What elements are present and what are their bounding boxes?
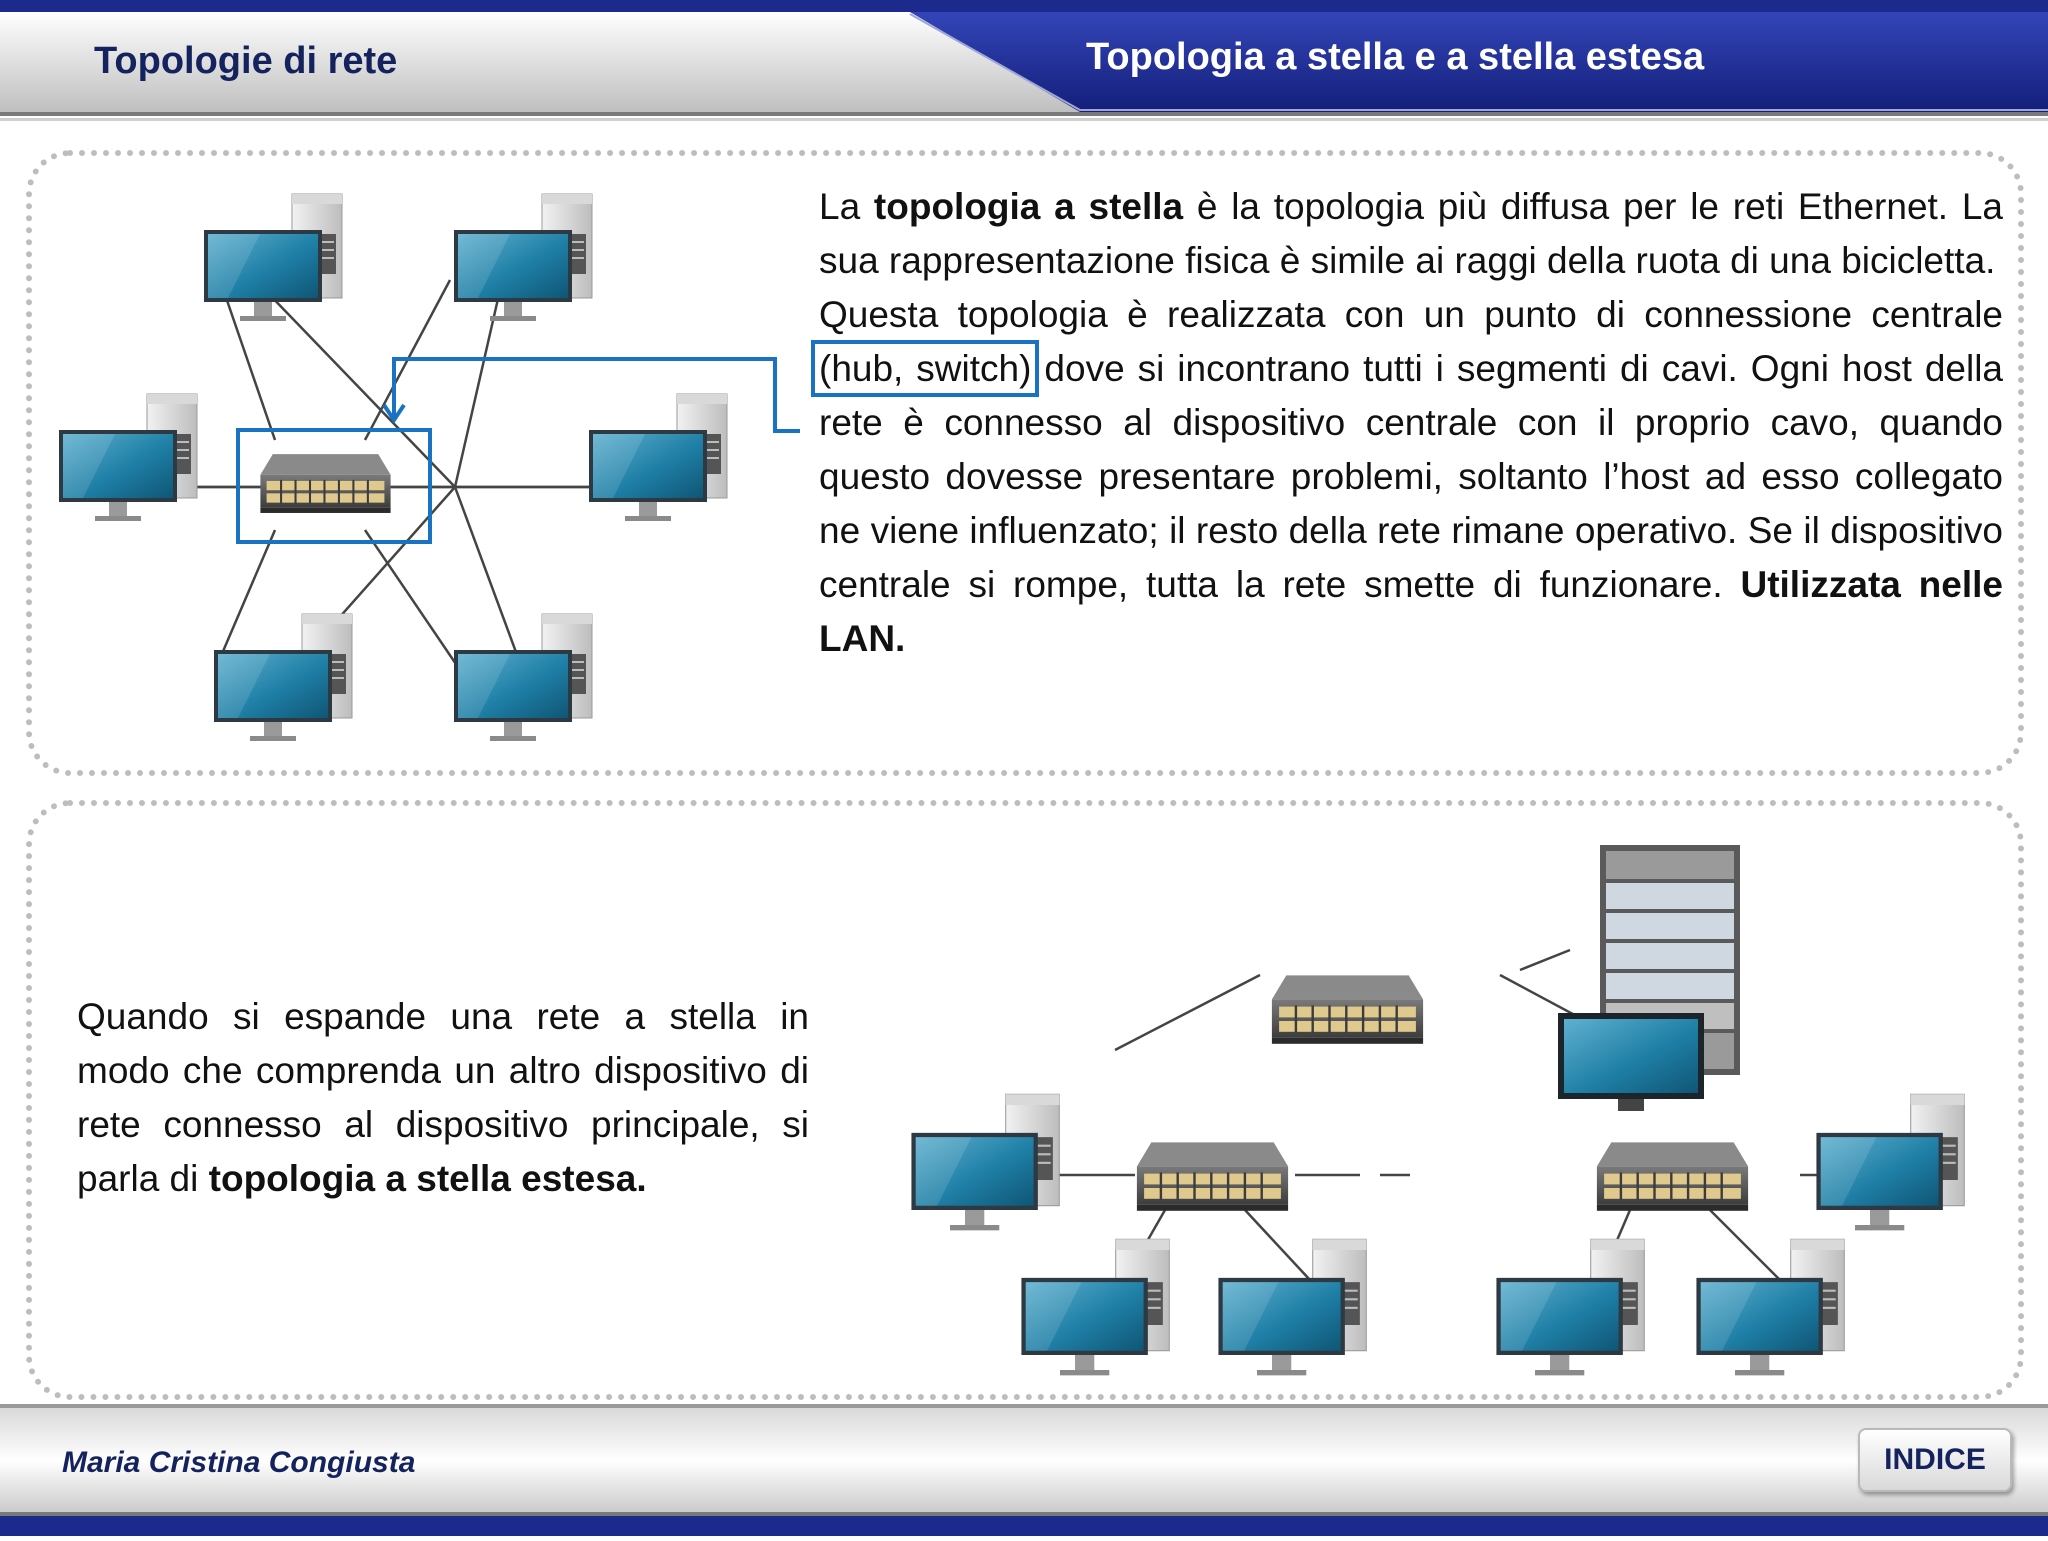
- slide-title: Topologia a stella e a stella estesa: [1086, 36, 1705, 78]
- arrow-head: [382, 403, 406, 424]
- star-topology-diagram: [58, 193, 800, 742]
- hub-switch-highlight: (hub, switch): [810, 340, 1040, 397]
- star-pc-mid-right: [588, 393, 728, 522]
- extended-star-diagram: [910, 845, 1966, 1377]
- star-pc-top-left: [203, 193, 343, 322]
- switch-highlight-box: [236, 428, 432, 544]
- star-pc-bottom-right: [453, 613, 593, 742]
- central-switch: [259, 453, 392, 514]
- slide-header: Topologie di rete Topologia a stella e a…: [0, 0, 2048, 130]
- lan-usage-note: Utilizzata nelle LAN.: [819, 564, 2003, 659]
- right-switch: [1595, 1141, 1750, 1212]
- extended-star-description: Quando si espande una rete a stella in m…: [77, 996, 809, 1199]
- star-pc-top-right: [453, 193, 593, 322]
- ext-pc-left-1: [1020, 1238, 1171, 1377]
- main-switch: [1270, 974, 1425, 1045]
- ext-pc-right-2: [1695, 1238, 1846, 1377]
- star-topology-term: topologia a stella: [873, 186, 1184, 227]
- server-monitor: [1558, 1013, 1704, 1111]
- extended-star-term: topologia a stella estesa.: [208, 1158, 647, 1199]
- ext-pc-far-right: [1815, 1093, 1966, 1232]
- slide-footer: [0, 1404, 2048, 1536]
- index-button[interactable]: INDICE: [1858, 1428, 2012, 1492]
- author-name: Maria Cristina Congiusta: [62, 1446, 416, 1479]
- star-pc-bottom-left: [213, 613, 353, 742]
- ext-pc-far-left: [910, 1093, 1061, 1232]
- section-title: Topologie di rete: [94, 40, 398, 82]
- star-pc-mid-left: [58, 393, 198, 522]
- left-switch: [1135, 1141, 1290, 1212]
- highlight-connector: [392, 357, 800, 433]
- star-description: La topologia a stella è la topologia più…: [810, 186, 2004, 659]
- ext-pc-right-1: [1495, 1238, 1646, 1377]
